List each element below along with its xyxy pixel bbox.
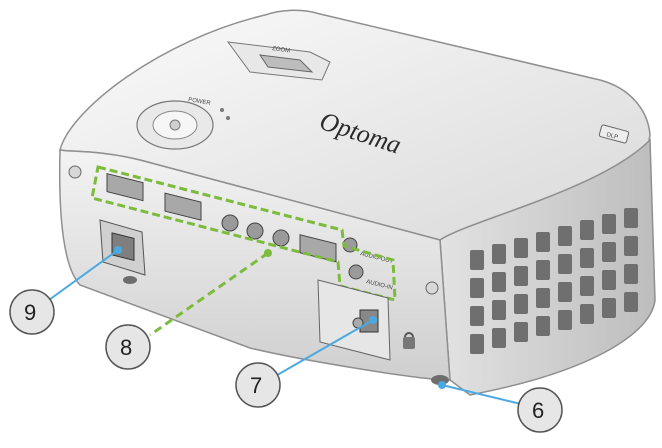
dlp-badge: DLP <box>598 124 630 144</box>
callout-7: 7 <box>235 362 281 408</box>
callout-8: 8 <box>105 324 151 370</box>
svg-text:DLP: DLP <box>606 132 619 141</box>
leader-7 <box>271 319 374 379</box>
zoom-label: ZOOM <box>272 46 291 54</box>
rear-panel-door <box>317 279 391 361</box>
control-keypad: POWER <box>136 97 230 150</box>
svg-text:6: 6 <box>532 398 544 423</box>
io-ports-highlight <box>90 165 397 302</box>
kensington-lock-icon <box>403 332 415 349</box>
svg-text:8: 8 <box>120 335 132 360</box>
power-label: POWER <box>188 97 212 107</box>
screw-left <box>68 165 82 179</box>
zoom-control: ZOOM <box>226 41 331 81</box>
leader-8 <box>149 251 269 337</box>
svg-text:7: 7 <box>250 373 262 398</box>
side-vents <box>470 208 638 354</box>
leader-6 <box>441 384 526 406</box>
io-ports: AUDIO-OUT AUDIO-IN <box>106 173 394 291</box>
callout-6: 6 <box>517 387 563 433</box>
leader-9 <box>41 249 119 306</box>
foot-left <box>123 276 137 284</box>
callout-9: 9 <box>9 289 55 335</box>
svg-text:9: 9 <box>24 300 36 325</box>
power-socket <box>99 219 146 276</box>
screw-right <box>425 281 439 295</box>
